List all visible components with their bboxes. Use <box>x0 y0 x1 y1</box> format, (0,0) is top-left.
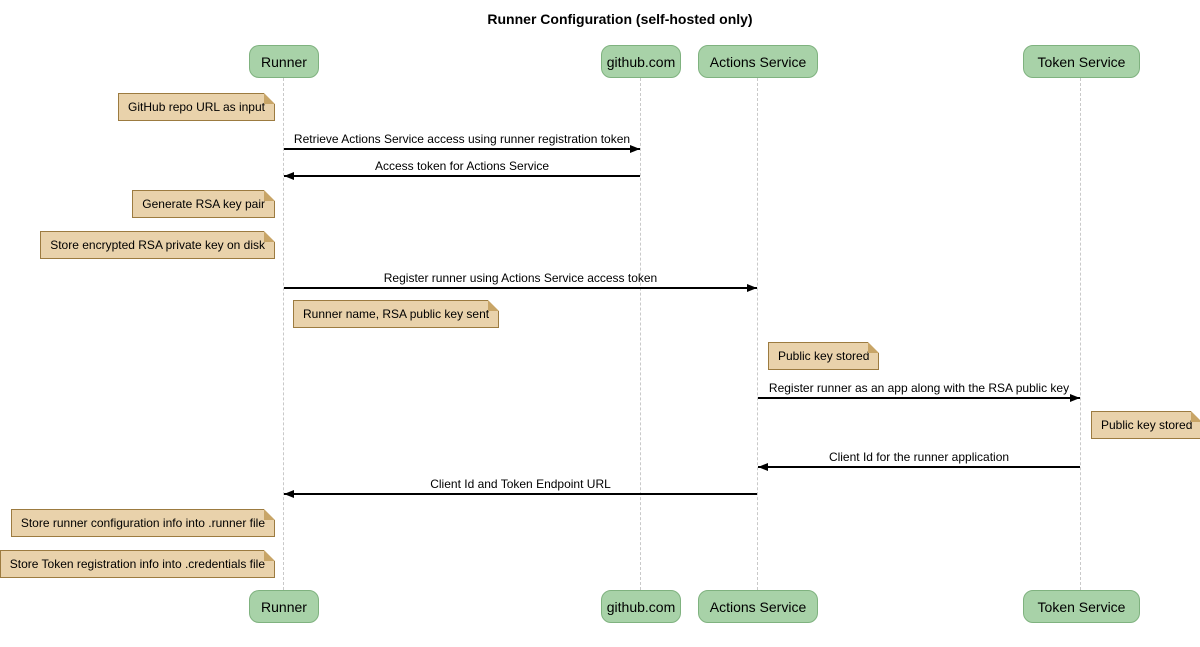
message-label: Register runner using Actions Service ac… <box>383 271 658 285</box>
diagram-title: Runner Configuration (self-hosted only) <box>487 11 753 27</box>
note-store-runner-file: Store runner configuration info into .ru… <box>10 509 276 537</box>
message-line <box>284 144 640 153</box>
message-client-id: Client Id for the runner application <box>758 450 1080 471</box>
message-register-app: Register runner as an app along with the… <box>758 381 1080 402</box>
message-label: Access token for Actions Service <box>374 159 550 173</box>
message-register-runner: Register runner using Actions Service ac… <box>284 271 757 292</box>
participant-token-service-top: Token Service <box>1023 45 1140 78</box>
lifeline-actions-service <box>757 78 758 590</box>
message-line <box>284 283 757 292</box>
message-label: Client Id for the runner application <box>828 450 1010 464</box>
message-retrieve-access: Retrieve Actions Service access using ru… <box>284 132 640 153</box>
participant-runner-bottom: Runner <box>249 590 319 623</box>
participant-runner-top: Runner <box>249 45 319 78</box>
message-line <box>284 171 640 180</box>
note-public-key-stored-as: Public key stored <box>768 342 880 370</box>
note-public-key-stored-ts: Public key stored <box>1091 411 1200 439</box>
note-github-repo-url: GitHub repo URL as input <box>118 93 275 121</box>
note-runner-name-sent: Runner name, RSA public key sent <box>293 300 500 328</box>
message-label: Retrieve Actions Service access using ru… <box>293 132 631 146</box>
note-generate-rsa: Generate RSA key pair <box>132 190 275 218</box>
participant-github-bottom: github.com <box>601 590 681 623</box>
arrowhead-left-icon <box>284 171 294 180</box>
message-line <box>758 462 1080 471</box>
message-access-token: Access token for Actions Service <box>284 159 640 180</box>
note-store-private-key: Store encrypted RSA private key on disk <box>40 231 275 259</box>
participant-actions-service-bottom: Actions Service <box>698 590 818 623</box>
lifeline-token-service <box>1080 78 1081 590</box>
arrowhead-right-icon <box>1070 393 1080 402</box>
participant-github-top: github.com <box>601 45 681 78</box>
message-label: Client Id and Token Endpoint URL <box>430 477 611 491</box>
message-line <box>758 393 1080 402</box>
arrowhead-right-icon <box>630 144 640 153</box>
message-label: Register runner as an app along with the… <box>768 381 1070 395</box>
message-line <box>284 489 757 498</box>
note-store-credentials: Store Token registration info into .cred… <box>0 550 276 578</box>
lifeline-github <box>640 78 641 590</box>
arrowhead-left-icon <box>758 462 768 471</box>
lifeline-runner <box>283 78 284 590</box>
message-client-id-endpoint: Client Id and Token Endpoint URL <box>284 477 757 498</box>
participant-token-service-bottom: Token Service <box>1023 590 1140 623</box>
arrowhead-left-icon <box>284 489 294 498</box>
arrowhead-right-icon <box>747 283 757 292</box>
participant-actions-service-top: Actions Service <box>698 45 818 78</box>
